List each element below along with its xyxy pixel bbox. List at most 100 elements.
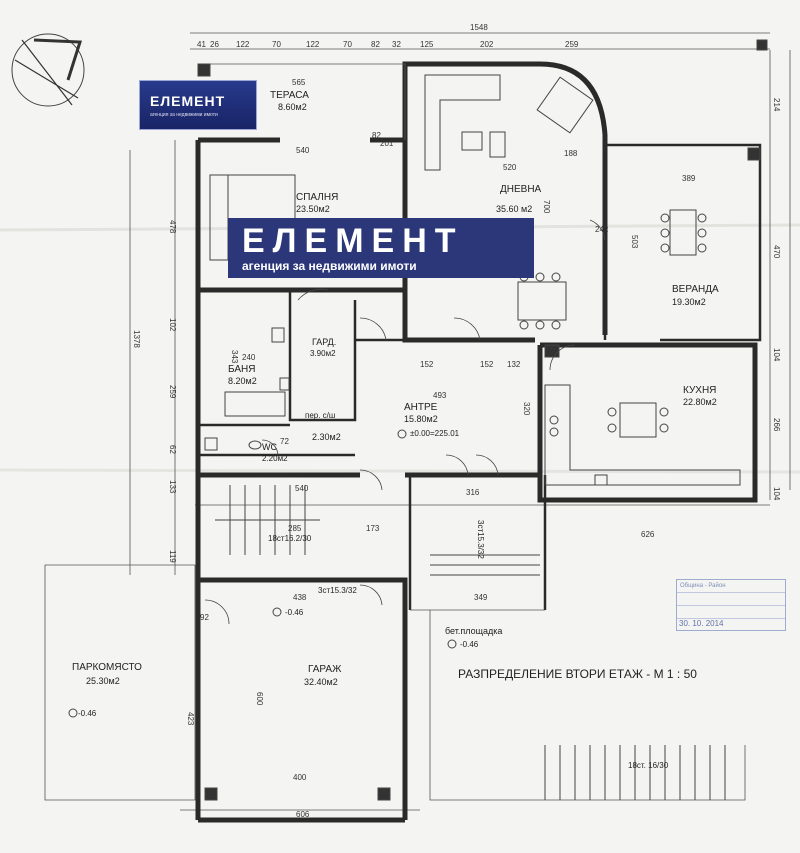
dim-garage-bottom: 400 (293, 773, 307, 782)
dim-door: 201 (380, 139, 394, 148)
dim-living-h: 700 (542, 200, 551, 214)
dim-antre: 493 (433, 391, 447, 400)
room-name: ПАРКОМЯСТО (72, 662, 142, 673)
logo-tagline: агенция за недвижими имоти (242, 259, 417, 273)
room-area: 8.20м2 (228, 376, 257, 386)
dim-bedroom: 540 (296, 146, 310, 155)
dim-top: 82 (371, 40, 380, 49)
dim-left-62: 62 (168, 445, 177, 454)
logo-name: ЕЛЕМЕНТ (150, 93, 226, 109)
dim-left-133: 133 (168, 480, 177, 494)
approval-stamp: Община - Район 30. 10. 2014 (676, 579, 786, 631)
dim-top: 32 (392, 40, 401, 49)
dim-right-104b: 104 (772, 487, 781, 501)
stamp-line: Община - Район (677, 580, 785, 593)
dim-top: 259 (565, 40, 579, 49)
room-area: 22.80м2 (683, 397, 717, 407)
room-name: пер. с/ш (305, 411, 335, 420)
room-area: 19.30м2 (672, 297, 706, 307)
dim-bath-343: 343 (230, 350, 239, 364)
level-marker-icon (68, 429, 457, 718)
dimension-labels: 1548 41 26 122 70 122 70 82 32 125 202 2… (132, 23, 781, 819)
dim-top: 26 (210, 40, 219, 49)
stairs-main: 18ст16.2/30 (268, 534, 312, 543)
dim-door: 242 (595, 225, 609, 234)
stairs-ext: 18ст. 16/30 (628, 761, 669, 770)
dim-platform: 349 (474, 593, 488, 602)
room-area: 23.50м2 (296, 204, 330, 214)
dim-garage-423: 423 (186, 712, 195, 726)
door-swings (204, 219, 606, 625)
room-area: 25.30м2 (86, 676, 120, 686)
dim-top: 122 (236, 40, 250, 49)
dim-top-total: 1548 (470, 23, 488, 32)
dim-corridor: 152 (480, 360, 494, 369)
dim-left-total: 1378 (132, 330, 141, 348)
stairs-side: 3ст15.3/32 (476, 520, 485, 559)
dim-corridor: 152 (420, 360, 434, 369)
dim-right-470: 470 (772, 245, 781, 259)
dim-stair-173: 173 (366, 524, 380, 533)
agency-logo-small: ЕЛЕМЕНТ агенция за недвижими имоти (139, 80, 257, 130)
dim-top: 202 (480, 40, 494, 49)
room-name: ГАРАЖ (308, 664, 342, 675)
dim-left-bedroom: 478 (168, 220, 177, 234)
dim-top: 70 (343, 40, 352, 49)
room-name: WC (262, 442, 277, 452)
stairs-lower: 3ст15.3/32 (318, 586, 357, 595)
agency-logo-watermark: ЕЛЕМЕНТ агенция за недвижими имоти (228, 218, 534, 278)
room-name: СПАЛНЯ (296, 192, 338, 203)
dim-antre-h: 320 (522, 402, 531, 416)
dim-top: 125 (420, 40, 434, 49)
room-name: ДНЕВНА (500, 184, 542, 195)
room-area: 2.20м2 (262, 454, 288, 463)
room-area: 2.30м2 (312, 432, 341, 442)
dim-corridor: 132 (507, 360, 521, 369)
dim-top: 122 (306, 40, 320, 49)
room-name: АНТРЕ (404, 402, 438, 413)
room-area: 3.90м2 (310, 349, 336, 358)
dimension-lines (129, 32, 791, 811)
dim-right-214: 214 (772, 98, 781, 112)
dim-bath-240: 240 (242, 353, 256, 362)
room-name: ВЕРАНДА (672, 284, 719, 295)
dim-top: 41 (197, 40, 206, 49)
platform-label: бет.площадка (445, 626, 502, 636)
dim-stair-540: 540 (295, 484, 309, 493)
dim-kitchen-626: 626 (641, 530, 655, 539)
furniture (197, 39, 768, 801)
plan-title: РАЗПРЕДЕЛЕНИЕ ВТОРИ ЕТАЖ - М 1 : 50 (458, 667, 697, 681)
dim-veranda: 389 (682, 174, 696, 183)
room-name: ТЕРАСА (270, 90, 309, 101)
room-area: 32.40м2 (304, 677, 338, 687)
dim-terrace: 565 (292, 78, 306, 87)
room-name: БАНЯ (228, 364, 255, 375)
walls (44, 61, 762, 823)
room-area: 35.60 м2 (496, 204, 532, 214)
dim-living: 520 (503, 163, 517, 172)
dim-garage-h: 600 (255, 692, 264, 706)
dim-veranda-503: 503 (630, 235, 639, 249)
level-main: ±0.00=225.01 (410, 429, 460, 438)
dim-right-104a: 104 (772, 348, 781, 362)
level-garage: -0.46 (285, 608, 304, 617)
room-area: 8.60м2 (278, 102, 307, 112)
dim-arc: 188 (564, 149, 578, 158)
logo-name: ЕЛЕМЕНТ (242, 222, 464, 260)
dim-door: 92 (200, 613, 209, 622)
dim-door: 82 (372, 131, 381, 140)
level-platform: -0.46 (460, 640, 479, 649)
room-name: ГАРД. (312, 337, 336, 347)
dim-stair-285: 285 (288, 524, 302, 533)
dim-garage-w: 438 (293, 593, 307, 602)
dim-kitchen-w: 316 (466, 488, 480, 497)
dim-wc: 72 (280, 437, 289, 446)
room-name: КУХНЯ (683, 385, 716, 396)
dim-left-102: 102 (168, 318, 177, 332)
room-area: 15.80м2 (404, 414, 438, 424)
dim-right-266: 266 (772, 418, 781, 432)
north-arrow-icon (11, 33, 85, 107)
level-parking: -0.46 (78, 709, 97, 718)
dim-left-119: 119 (168, 550, 177, 563)
